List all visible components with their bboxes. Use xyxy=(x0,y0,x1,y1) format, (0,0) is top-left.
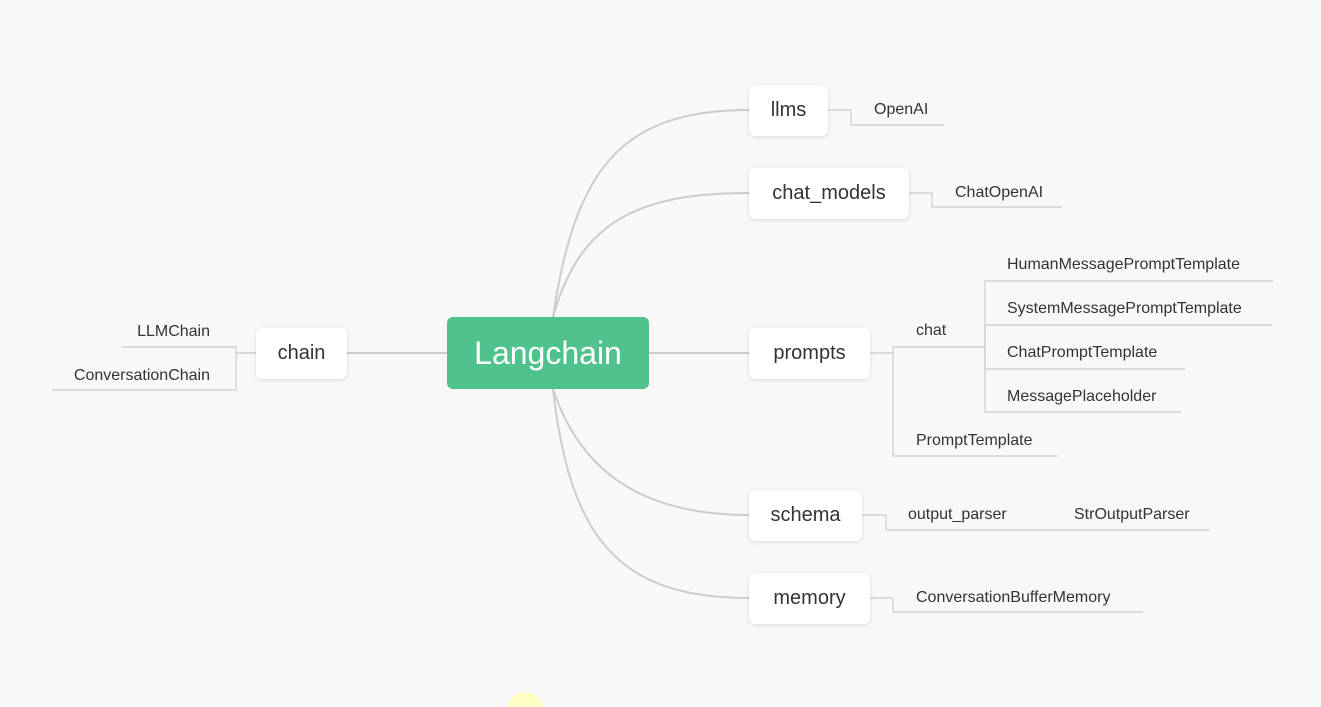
link-prompts-chat xyxy=(870,346,960,354)
leaf-chat[interactable]: chat xyxy=(916,322,947,339)
link-chat-human xyxy=(960,280,1273,348)
leaf-llmchain[interactable]: LLMChain xyxy=(137,323,210,340)
link-llms-openai xyxy=(828,109,944,126)
leaf-chatopenai[interactable]: ChatOpenAI xyxy=(955,184,1044,201)
link-prompts-prompttemplate xyxy=(892,353,1058,457)
link-schema-outputparser xyxy=(862,514,1210,531)
link-chat-system xyxy=(984,324,1272,347)
link-root-llms xyxy=(552,109,750,318)
link-chain-conversationchain xyxy=(52,352,256,391)
leaf-chat-prompt-template[interactable]: ChatPromptTemplate xyxy=(1007,344,1158,361)
link-chain-llmchain xyxy=(122,346,256,354)
cursor-highlight xyxy=(507,692,543,707)
leaf-prompt-template[interactable]: PromptTemplate xyxy=(916,432,1033,449)
node-memory[interactable]: memory xyxy=(749,573,870,624)
node-schema[interactable]: schema xyxy=(749,490,862,541)
leaf-system-message-prompt-template[interactable]: SystemMessagePromptTemplate xyxy=(1007,300,1242,317)
node-chat-models[interactable]: chat_models xyxy=(749,168,909,219)
leaf-output-parser[interactable]: output_parser xyxy=(908,506,1007,523)
node-chain[interactable]: chain xyxy=(256,328,347,379)
link-root-memory xyxy=(552,388,750,599)
link-root-schema xyxy=(552,388,750,516)
leaf-str-output-parser[interactable]: StrOutputParser xyxy=(1074,506,1190,523)
link-chat-placeholder xyxy=(984,347,1181,413)
link-chatmodels-chatopenai xyxy=(909,192,1062,208)
link-memory-buffer xyxy=(870,597,1143,613)
leaf-openai[interactable]: OpenAI xyxy=(874,101,929,118)
leaf-message-placeholder[interactable]: MessagePlaceholder xyxy=(1007,388,1157,405)
root-node[interactable]: Langchain xyxy=(447,317,649,389)
leaf-conversationchain[interactable]: ConversationChain xyxy=(73,367,210,384)
node-llms[interactable]: llms xyxy=(749,85,828,136)
leaf-conversation-buffer-memory[interactable]: ConversationBufferMemory xyxy=(916,589,1111,606)
leaf-human-message-prompt-template[interactable]: HumanMessagePromptTemplate xyxy=(1007,256,1240,273)
node-prompts[interactable]: prompts xyxy=(749,328,870,379)
link-root-chat-models xyxy=(552,192,750,318)
